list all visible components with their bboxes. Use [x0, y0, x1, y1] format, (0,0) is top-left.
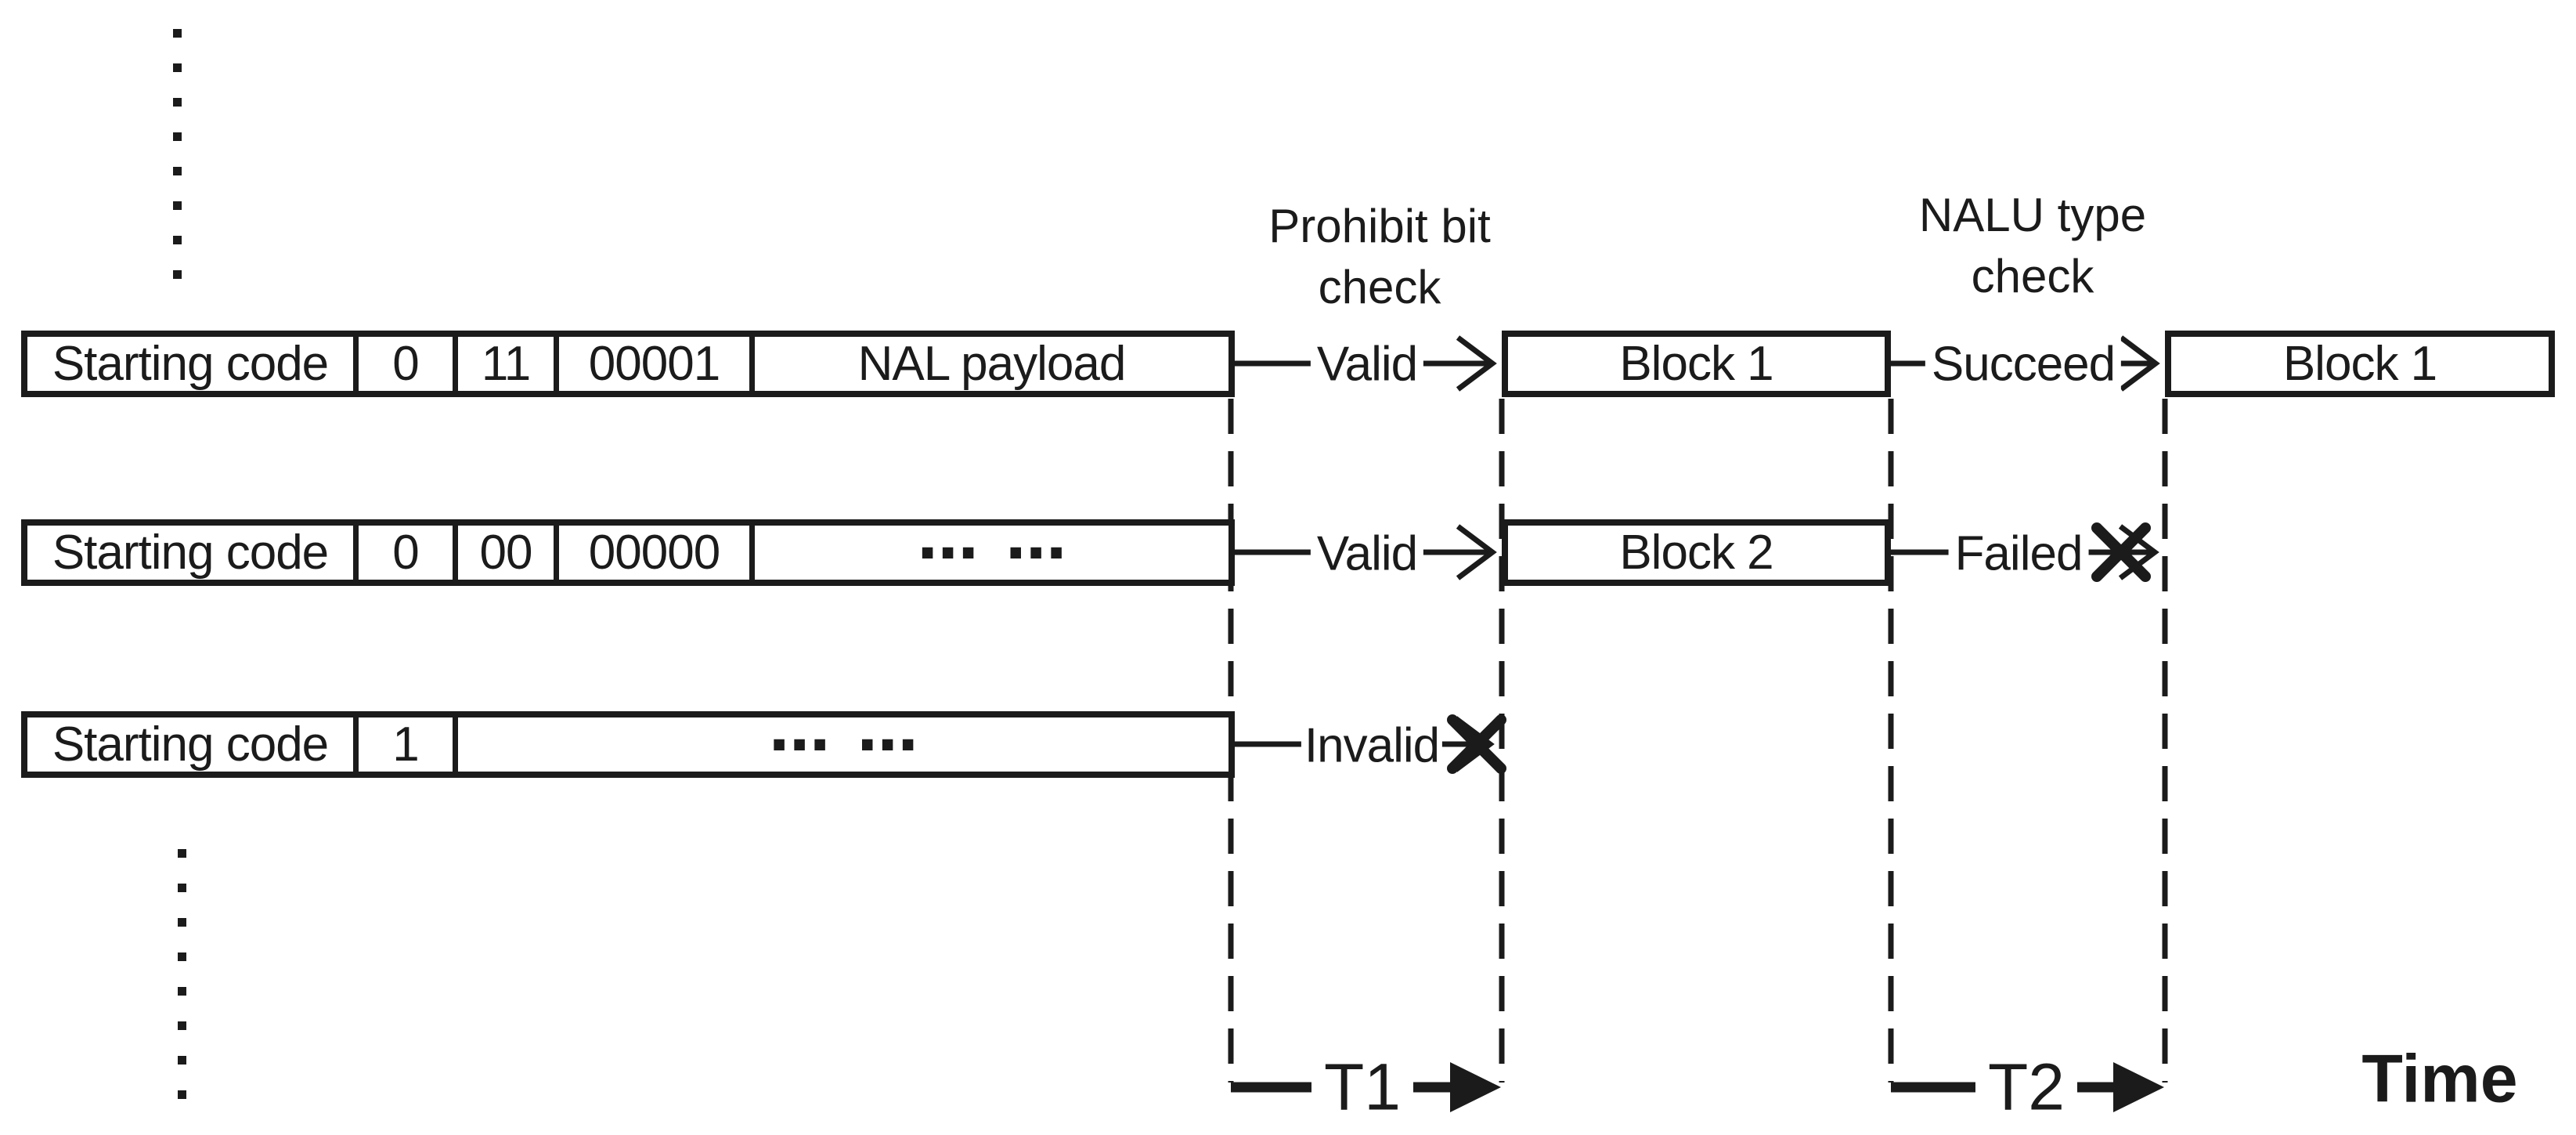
cell-nalu-type: 00000: [554, 526, 749, 580]
row3-reject-x-icon: [1447, 714, 1506, 774]
row2-reject-x-icon: [2091, 522, 2151, 582]
vertical-ellipsis-top: [173, 29, 182, 279]
cell-forbidden-bit: 1: [353, 718, 453, 772]
nalu-type-check-line1: NALU type: [1918, 189, 2147, 241]
row2-check1-result-label: Valid: [1310, 526, 1424, 582]
prohibit-bit-check-label: Prohibit bit check: [1268, 196, 1490, 318]
cell-nri: 00: [453, 526, 554, 580]
cell-forbidden-bit: 0: [353, 337, 453, 391]
vertical-ellipsis-bottom: [178, 849, 186, 1099]
cell-starting-code: Starting code: [52, 337, 329, 391]
cell-payload-ellipsis: ··· ···: [453, 703, 1228, 786]
row2-check2-result-label: Failed: [1948, 526, 2089, 582]
time-axis-label: Time: [2361, 1041, 2518, 1117]
cell-starting-code: Starting code: [52, 718, 329, 772]
row1-check1-result-label: Valid: [1310, 336, 1424, 392]
cell-starting-code: Starting code: [52, 526, 329, 580]
block-1-output-box: Block 1: [2165, 331, 2555, 397]
nalu-packet-row-2: Starting code 0 00 00000 ··· ···: [21, 511, 1235, 595]
t1-label: T1: [1311, 1049, 1414, 1126]
cell-nri: 11: [453, 337, 554, 391]
nalu-type-check-label: NALU type check: [1919, 185, 2146, 307]
nalu-packet-row-1: Starting code 0 11 00001 NAL payload: [21, 331, 1235, 397]
cell-payload: NAL payload: [749, 337, 1228, 391]
block-1-box: Block 1: [1502, 331, 1891, 397]
cell-forbidden-bit: 0: [353, 526, 453, 580]
row3-check1-result-label: Invalid: [1301, 718, 1443, 774]
block-2-box: Block 2: [1502, 519, 1891, 586]
cell-payload-ellipsis: ··· ···: [749, 511, 1228, 595]
t2-label: T2: [1975, 1049, 2078, 1126]
prohibit-bit-check-line1: Prohibit bit: [1268, 200, 1491, 252]
nalu-type-check-line2: check: [1971, 250, 2094, 302]
row1-check2-result-label: Succeed: [1925, 336, 2122, 392]
prohibit-bit-check-line2: check: [1318, 261, 1441, 313]
check2-window-dashed-lines: [1888, 399, 2168, 1083]
nalu-packet-row-3: Starting code 1 ··· ···: [21, 703, 1235, 786]
cell-nalu-type: 00001: [554, 337, 749, 391]
